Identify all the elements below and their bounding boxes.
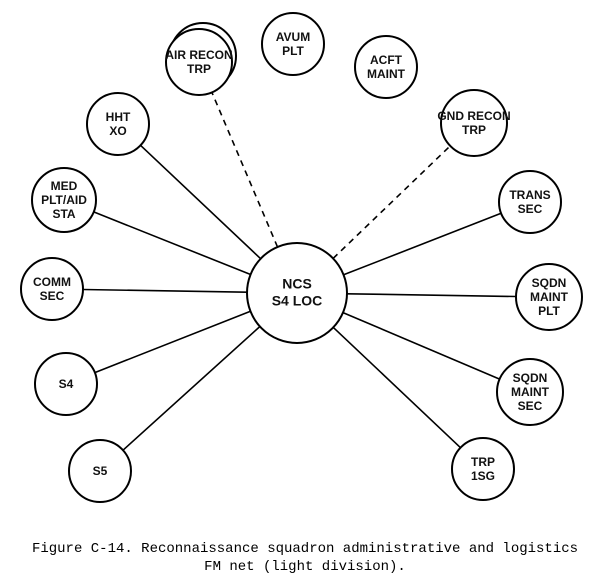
node-gnd-recon-trp-circle xyxy=(440,89,508,157)
node-comm-sec-label-1: COMM xyxy=(33,275,71,289)
node-trans-sec-circle xyxy=(498,170,562,234)
node-acft-maint-label-2: MAINT xyxy=(367,67,406,81)
node-s4-label-1: S4 xyxy=(59,377,74,391)
link-gnd-recon-trp xyxy=(332,145,451,259)
link-med-plt-aid-sta xyxy=(93,211,251,276)
link-trans-sec xyxy=(343,212,502,276)
node-med-plt-aid-sta-circle xyxy=(31,167,97,233)
node-sqdn-maint-sec-circle xyxy=(496,358,564,426)
node-comm-sec-circle xyxy=(20,257,84,321)
link-trp-1sg xyxy=(332,326,462,449)
node-sqdn-maint-plt-label-2: MAINT xyxy=(530,290,569,304)
caption-line-2: FM net (light division). xyxy=(204,559,406,575)
node-ncs-circle xyxy=(246,242,348,344)
link-hht-xo xyxy=(139,144,262,260)
node-avum-plt-label-2: PLT xyxy=(282,44,304,58)
node-acft-maint-circle xyxy=(354,35,418,99)
node-hht-xo-label-2: XO xyxy=(109,124,126,138)
node-sqdn-maint-sec-label-3: SEC xyxy=(518,399,543,413)
node-med-plt-aid-sta-label-1: MED xyxy=(51,179,78,193)
link-sqdn-maint-sec xyxy=(342,311,500,380)
node-trans-sec-label-2: SEC xyxy=(518,202,543,216)
node-hht-xo-label-1: HHT xyxy=(106,110,131,124)
node-trp-1sg-label-2: 1SG xyxy=(471,469,495,483)
links xyxy=(82,92,517,451)
link-comm-sec xyxy=(82,288,248,293)
link-s4 xyxy=(94,310,251,374)
caption-line-1: Figure C-14. Reconnaissance squadron adm… xyxy=(31,541,579,557)
node-s5-circle xyxy=(68,439,132,503)
node-trans-sec-label-1: TRANS xyxy=(509,188,550,202)
node-med-plt-aid-sta-label-3: STA xyxy=(52,207,75,221)
node-sqdn-maint-sec-label-1: SQDN xyxy=(513,371,548,385)
node-air-recon-trp-circle xyxy=(165,28,233,96)
node-s4: S4 xyxy=(34,352,98,416)
node-sqdn-maint-plt-label-3: PLT xyxy=(538,304,560,318)
node-air-recon-trp-label-1: AIR RECON xyxy=(165,48,232,62)
node-s5: S5 xyxy=(68,439,132,503)
node-trp-1sg-circle xyxy=(451,437,515,501)
figure-caption: Figure C-14. Reconnaissance squadron adm… xyxy=(0,540,610,576)
link-air-recon-trp xyxy=(211,92,279,248)
node-comm-sec-label-2: SEC xyxy=(40,289,65,303)
link-s5 xyxy=(122,325,261,451)
node-gnd-recon-trp-label-2: TRP xyxy=(462,123,486,137)
node-sqdn-maint-plt-circle xyxy=(515,263,583,331)
link-sqdn-maint-plt xyxy=(346,293,517,298)
node-ncs-label-2: S4 LOC xyxy=(272,293,323,309)
node-sqdn-maint-plt-label-1: SQDN xyxy=(532,276,567,290)
node-air-recon-trp-label-2: TRP xyxy=(187,62,211,76)
node-ncs-label-1: NCS xyxy=(282,276,312,292)
node-hht-xo-circle xyxy=(86,92,150,156)
node-gnd-recon-trp-label-1: GND RECON xyxy=(437,109,510,123)
node-s5-label-1: S5 xyxy=(93,464,108,478)
node-avum-plt-label-1: AVUM xyxy=(276,30,310,44)
node-trp-1sg-label-1: TRP xyxy=(471,455,495,469)
node-sqdn-maint-sec-label-2: MAINT xyxy=(511,385,550,399)
node-acft-maint-label-1: ACFT xyxy=(370,53,403,67)
node-avum-plt-circle xyxy=(261,12,325,76)
node-s4-circle xyxy=(34,352,98,416)
node-med-plt-aid-sta-label-2: PLT/AID xyxy=(41,193,87,207)
